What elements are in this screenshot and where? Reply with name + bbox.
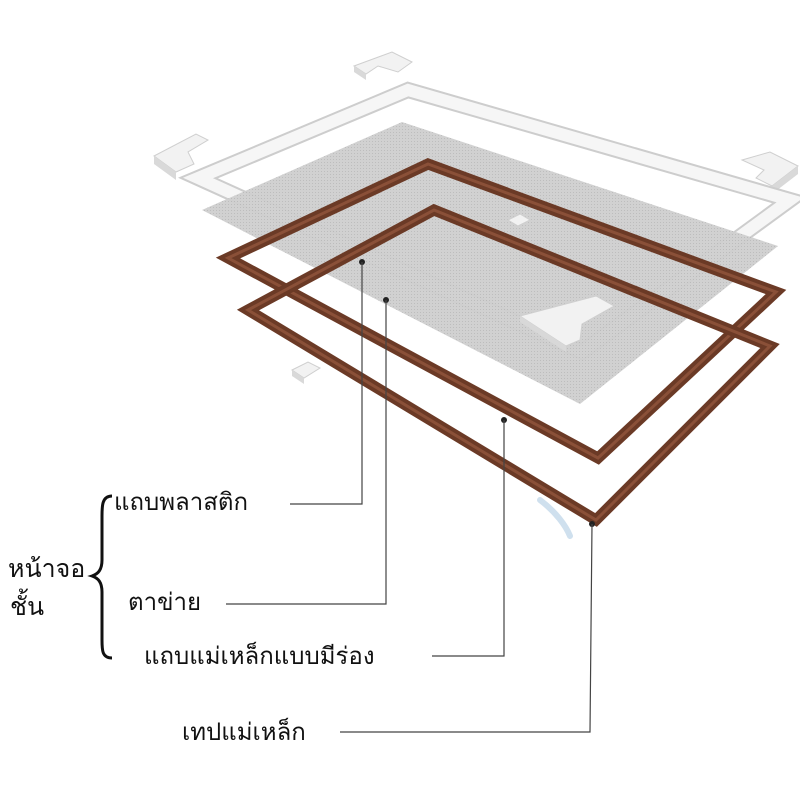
label-mesh: ตาข่าย bbox=[128, 588, 202, 616]
small-clip bbox=[506, 213, 532, 227]
corner-piece-right bbox=[740, 151, 799, 194]
mesh-sheet bbox=[202, 122, 778, 404]
leader-plastic-strip bbox=[290, 259, 365, 505]
group-brace bbox=[87, 494, 113, 660]
leader-magnetic-tape bbox=[340, 521, 595, 733]
label-grooved-magnetic-strip: แถบแม่เหล็กแบบมีร่อง bbox=[144, 642, 375, 670]
magnetic-tape-frame bbox=[236, 203, 780, 539]
group-label-line1: หน้าจอ bbox=[8, 554, 86, 583]
grooved-magnetic-strip-frame bbox=[215, 158, 787, 465]
leader-grooved-magnetic-strip bbox=[432, 417, 507, 657]
label-plastic-strip: แถบพลาสติก bbox=[114, 488, 249, 516]
corner-piece-left bbox=[153, 133, 210, 180]
leader-mesh bbox=[226, 297, 389, 605]
label-magnetic-tape: เทปแม่เหล็ก bbox=[182, 718, 306, 746]
leader-lines bbox=[226, 259, 595, 733]
corner-piece-bottom-small bbox=[291, 361, 322, 384]
corner-piece-top bbox=[352, 51, 413, 80]
corner-piece-center bbox=[518, 295, 616, 352]
group-label-line2: ชั้น bbox=[10, 592, 45, 621]
